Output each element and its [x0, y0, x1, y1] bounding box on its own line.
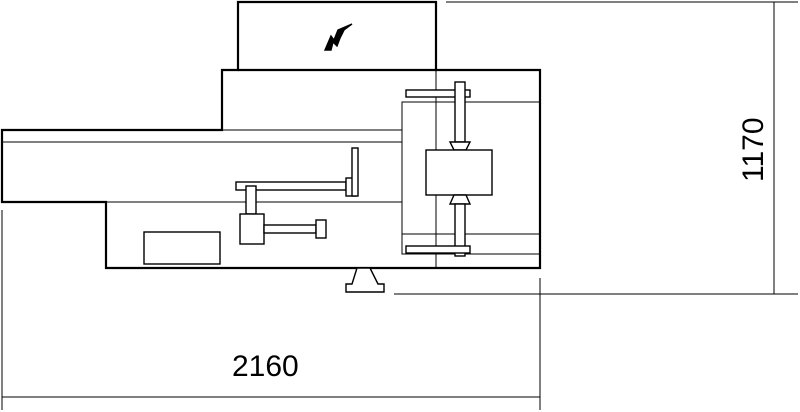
cutting-head	[401, 81, 541, 257]
clamp-box	[239, 213, 265, 245]
lightning-bolt-icon	[323, 23, 353, 51]
support-foot	[345, 267, 385, 293]
upper-clamp	[405, 89, 471, 98]
height-dimension	[394, 1, 798, 295]
control-box	[143, 231, 221, 265]
stop-assembly	[235, 147, 359, 245]
lower-clamp	[405, 245, 471, 254]
width-dimension	[1, 210, 541, 410]
height-dimension-label: 1170	[737, 117, 770, 182]
blade-box	[425, 149, 493, 196]
width-dimension-label: 2160	[232, 350, 299, 383]
motor-housing	[323, 23, 353, 51]
